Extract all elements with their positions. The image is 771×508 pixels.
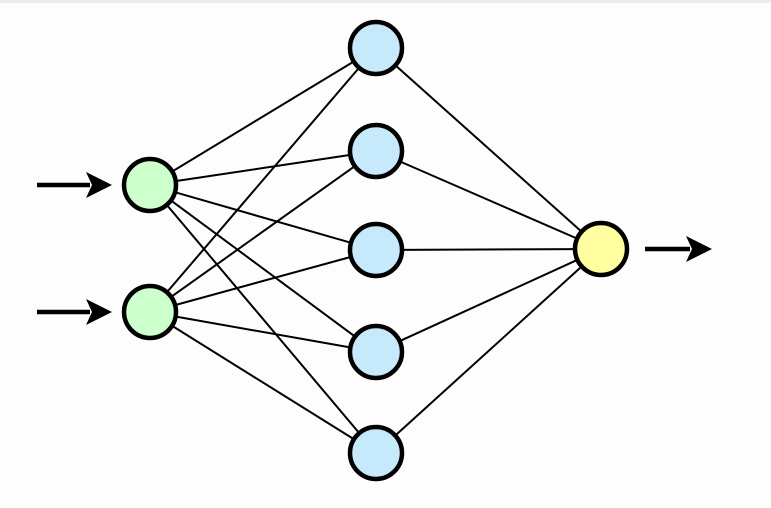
top-border-strip [0,0,771,3]
edge-i1-h1 [170,59,356,174]
node-i2-input[interactable] [121,283,179,341]
edge-i2-h1 [165,65,361,295]
io-arrows-group [37,172,712,325]
input-arrow-1-head [86,172,112,198]
input-arrow-1-icon [37,172,112,198]
input-arrow-2-head [86,299,112,325]
node-h3-hidden[interactable] [347,221,405,279]
node-h2-hidden[interactable] [347,122,405,180]
edge-h2-o1 [397,159,580,241]
node-i1-input[interactable] [121,156,179,214]
output-arrow-1-head [686,236,712,262]
output-arrow-1-icon [645,236,712,262]
input-arrow-2-icon [37,299,112,325]
nodes-group [121,19,630,482]
edge-i1-h3 [173,190,353,245]
edge-h5-o1 [393,264,584,438]
edge-h3-o1 [399,248,578,251]
edge-i2-h2 [169,164,357,299]
edge-i1-h4 [169,198,357,339]
edge-h4-o1 [397,258,580,343]
node-h5-hidden[interactable] [347,424,405,482]
edge-i2-h3 [173,255,353,307]
node-o1-output[interactable] [572,220,630,278]
node-h1-hidden[interactable] [347,19,405,77]
edge-i1-h2 [173,153,353,183]
node-h4-hidden[interactable] [347,323,405,381]
edge-i1-h5 [165,203,361,435]
edge-i2-h5 [170,324,356,441]
edges-group [165,59,584,441]
edge-h1-o1 [393,63,584,234]
edge-i2-h4 [173,315,353,349]
